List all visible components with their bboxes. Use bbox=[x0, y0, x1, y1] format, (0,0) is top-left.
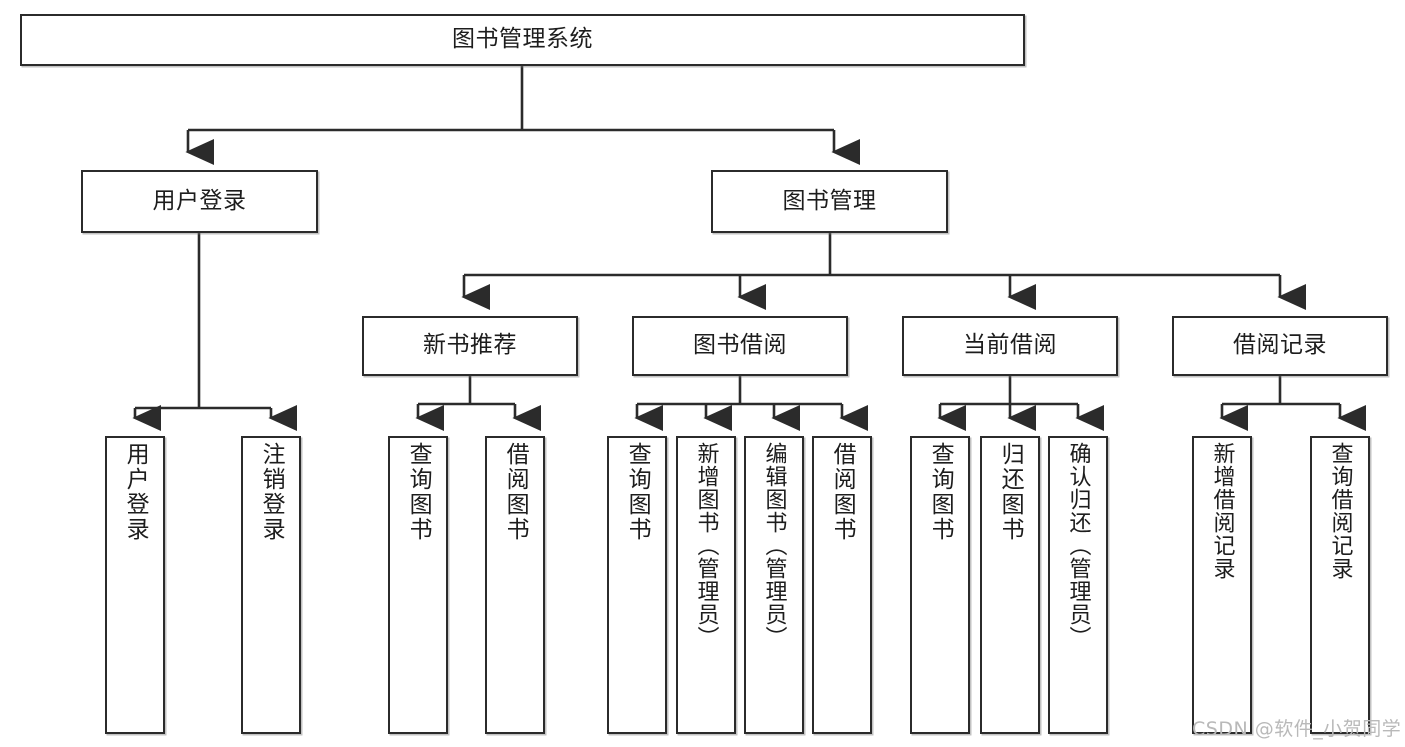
node-label: 借阅图书 bbox=[502, 442, 529, 542]
node-label: 图书管理系统 bbox=[452, 26, 593, 53]
leaf-record-query-record[interactable]: 查询借阅记录 bbox=[1310, 436, 1370, 734]
leaf-current-confirm-return-admin[interactable]: 确认归还（管理员） bbox=[1048, 436, 1108, 734]
leaf-current-query-book[interactable]: 查询图书 bbox=[910, 436, 970, 734]
node-label: 图书借阅 bbox=[693, 332, 787, 359]
leaf-new-book-query[interactable]: 查询图书 bbox=[388, 436, 448, 734]
node-label: 借阅记录 bbox=[1233, 332, 1327, 359]
leaf-user-login-logout[interactable]: 注销登录 bbox=[241, 436, 301, 734]
csdn-watermark: CSDN @软件_小贺同学 bbox=[1192, 718, 1402, 740]
leaf-borrow-edit-book-admin[interactable]: 编辑图书（管理员） bbox=[744, 436, 804, 734]
leaf-current-return-book[interactable]: 归还图书 bbox=[980, 436, 1040, 734]
leaf-new-book-borrow[interactable]: 借阅图书 bbox=[485, 436, 545, 734]
node-label: 查询图书 bbox=[624, 442, 651, 542]
node-label: 查询图书 bbox=[405, 442, 432, 542]
leaf-borrow-borrow-book[interactable]: 借阅图书 bbox=[812, 436, 872, 734]
leaf-record-add-record[interactable]: 新增借阅记录 bbox=[1192, 436, 1252, 734]
node-label: 编辑图书（管理员） bbox=[761, 442, 787, 649]
node-new-book-recommend[interactable]: 新书推荐 bbox=[362, 316, 578, 376]
node-book-borrow[interactable]: 图书借阅 bbox=[632, 316, 848, 376]
node-root-system[interactable]: 图书管理系统 bbox=[20, 14, 1025, 66]
node-label: 借阅图书 bbox=[829, 442, 856, 542]
node-book-management[interactable]: 图书管理 bbox=[711, 170, 948, 233]
node-label: 当前借阅 bbox=[963, 332, 1057, 359]
node-label: 新增借阅记录 bbox=[1209, 442, 1235, 580]
node-label: 新增图书（管理员） bbox=[693, 442, 719, 649]
node-label: 归还图书 bbox=[997, 442, 1024, 542]
node-label: 查询图书 bbox=[927, 442, 954, 542]
node-label: 用户登录 bbox=[152, 187, 247, 214]
node-label: 图书管理 bbox=[782, 187, 877, 214]
node-label: 查询借阅记录 bbox=[1327, 442, 1353, 580]
leaf-user-login-login[interactable]: 用户登录 bbox=[105, 436, 165, 734]
node-current-borrow[interactable]: 当前借阅 bbox=[902, 316, 1118, 376]
leaf-borrow-query-book[interactable]: 查询图书 bbox=[607, 436, 667, 734]
node-label: 用户登录 bbox=[122, 442, 149, 542]
leaf-borrow-add-book-admin[interactable]: 新增图书（管理员） bbox=[676, 436, 736, 734]
node-borrow-record[interactable]: 借阅记录 bbox=[1172, 316, 1388, 376]
node-label: 新书推荐 bbox=[423, 332, 517, 359]
node-label: 确认归还（管理员） bbox=[1065, 442, 1091, 649]
node-label: 注销登录 bbox=[258, 442, 285, 542]
node-user-login[interactable]: 用户登录 bbox=[81, 170, 318, 233]
